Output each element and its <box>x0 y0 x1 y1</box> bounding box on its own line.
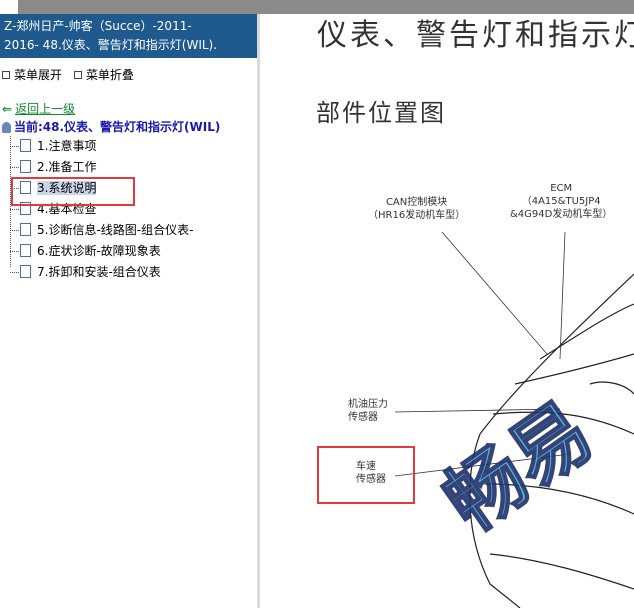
car-body-outline <box>469 433 521 608</box>
collapse-icon <box>73 71 82 79</box>
header-line-1: Z-郑州日产-帅客（Succe）-2011- <box>4 19 192 33</box>
toc-item-label: 1.注意事项 <box>37 139 97 153</box>
label-can-line-2: （HR16发动机车型） <box>368 210 466 221</box>
section-heading: 部件位置图 <box>316 99 446 127</box>
toc-tree: 1.注意事项 2.准备工作 3.系统说明 4.基本检查 5.诊断信息-线路图-组… <box>10 136 257 283</box>
leader-line-can <box>441 231 548 355</box>
header-line-2: 2016- 48.仪表、警告灯和指示灯(WIL). <box>4 38 218 52</box>
user-icon <box>2 122 11 133</box>
window-top-strip <box>0 0 634 14</box>
tree-branch-line <box>10 146 19 147</box>
current-section-label: 当前:48.仪表、警告灯和指示灯(WIL) <box>14 120 221 134</box>
toc-item-label: 6.症状诊断-故障现象表 <box>37 244 161 258</box>
label-ecm-line-3: &4G94D发动机车型） <box>510 209 613 220</box>
toc-item-1[interactable]: 1.注意事项 <box>10 136 257 157</box>
document-icon <box>20 202 31 215</box>
label-ecm-line-2: （4A15&TU5JP4 <box>521 196 601 207</box>
car-bumper-line <box>489 553 634 590</box>
sidebar: Z-郑州日产-帅客（Succe）-2011- 2016- 48.仪表、警告灯和指… <box>0 14 258 608</box>
menu-controls: 菜单展开 菜单折叠 <box>0 58 257 86</box>
document-icon <box>20 265 31 278</box>
label-can-module: CAN控制模块 （HR16发动机车型） <box>368 196 465 222</box>
toc-item-7[interactable]: 7.拆卸和安装-组合仪表 <box>10 262 257 283</box>
toc-item-label: 7.拆卸和安装-组合仪表 <box>37 265 161 279</box>
current-section: 当前:48.仪表、警告灯和指示灯(WIL) <box>0 118 257 136</box>
car-hood-outline <box>479 273 634 435</box>
label-ecm-line-1: ECM <box>550 183 573 194</box>
label-oil-line-2: 传感器 <box>348 412 378 423</box>
label-oil-line-1: 机油压力 <box>348 399 388 410</box>
menu-expand-label: 菜单展开 <box>14 68 63 82</box>
back-link[interactable]: ⇐返回上一级 <box>0 100 257 118</box>
tree-branch-line <box>10 251 19 252</box>
toc-item-label: 3.系统说明 <box>37 181 97 195</box>
expand-icon <box>2 71 10 79</box>
document-icon <box>20 244 31 257</box>
document-icon <box>20 181 31 194</box>
toc-item-5[interactable]: 5.诊断信息-线路图-组合仪表- <box>10 220 257 241</box>
leader-line-speed <box>394 453 571 477</box>
app-logo <box>0 0 18 14</box>
tree-branch-line <box>10 209 19 210</box>
label-oil-pressure-sensor: 机油压力 传感器 <box>348 398 388 424</box>
document-icon <box>20 139 31 152</box>
document-icon <box>20 223 31 236</box>
toc-item-label: 5.诊断信息-线路图-组合仪表- <box>37 223 194 237</box>
car-windshield-line <box>539 303 634 360</box>
leader-line-oil <box>394 408 561 413</box>
back-arrow-icon: ⇐ <box>2 102 13 116</box>
leader-line-ecm <box>559 231 566 360</box>
car-grille-line <box>484 483 634 515</box>
tree-branch-line <box>10 230 19 231</box>
highlight-box-toc <box>11 177 135 206</box>
tree-branch-line <box>10 272 19 273</box>
highlight-box-speed-sensor <box>317 446 415 504</box>
toc-item-3[interactable]: 3.系统说明 <box>10 178 257 199</box>
car-headlight <box>589 381 634 395</box>
toc-item-label: 2.准备工作 <box>37 160 97 174</box>
car-panel-line <box>514 353 634 385</box>
label-can-line-1: CAN控制模块 <box>385 197 448 208</box>
label-speed-sensor: 车速 传感器 <box>356 460 386 486</box>
toc-item-2[interactable]: 2.准备工作 <box>10 157 257 178</box>
back-link-label[interactable]: 返回上一级 <box>15 102 76 116</box>
document-icon <box>20 160 31 173</box>
car-diagram: 畅易 <box>394 231 634 608</box>
menu-collapse-button[interactable]: 菜单折叠 <box>72 68 134 82</box>
tree-branch-line <box>10 188 19 189</box>
label-speed-line-1: 车速 <box>356 461 376 472</box>
menu-expand-button[interactable]: 菜单展开 <box>0 68 62 82</box>
label-ecm: ECM （4A15&TU5JP4 &4G94D发动机车型） <box>510 182 612 221</box>
document-view: 仪表、警告灯和指示灯 部件位置图 畅易 CAN控制模块 （HR16发动机车型） … <box>260 14 634 608</box>
page-title: 仪表、警告灯和指示灯 <box>317 18 634 53</box>
tree-guide-line <box>10 136 11 267</box>
tree-branch-line <box>10 167 19 168</box>
label-speed-line-2: 传感器 <box>356 474 386 485</box>
menu-collapse-label: 菜单折叠 <box>85 68 134 82</box>
pane-splitter[interactable] <box>257 14 260 608</box>
car-front-line <box>492 411 634 435</box>
sidebar-header: Z-郑州日产-帅客（Succe）-2011- 2016- 48.仪表、警告灯和指… <box>0 14 257 58</box>
toc-item-6[interactable]: 6.症状诊断-故障现象表 <box>10 241 257 262</box>
